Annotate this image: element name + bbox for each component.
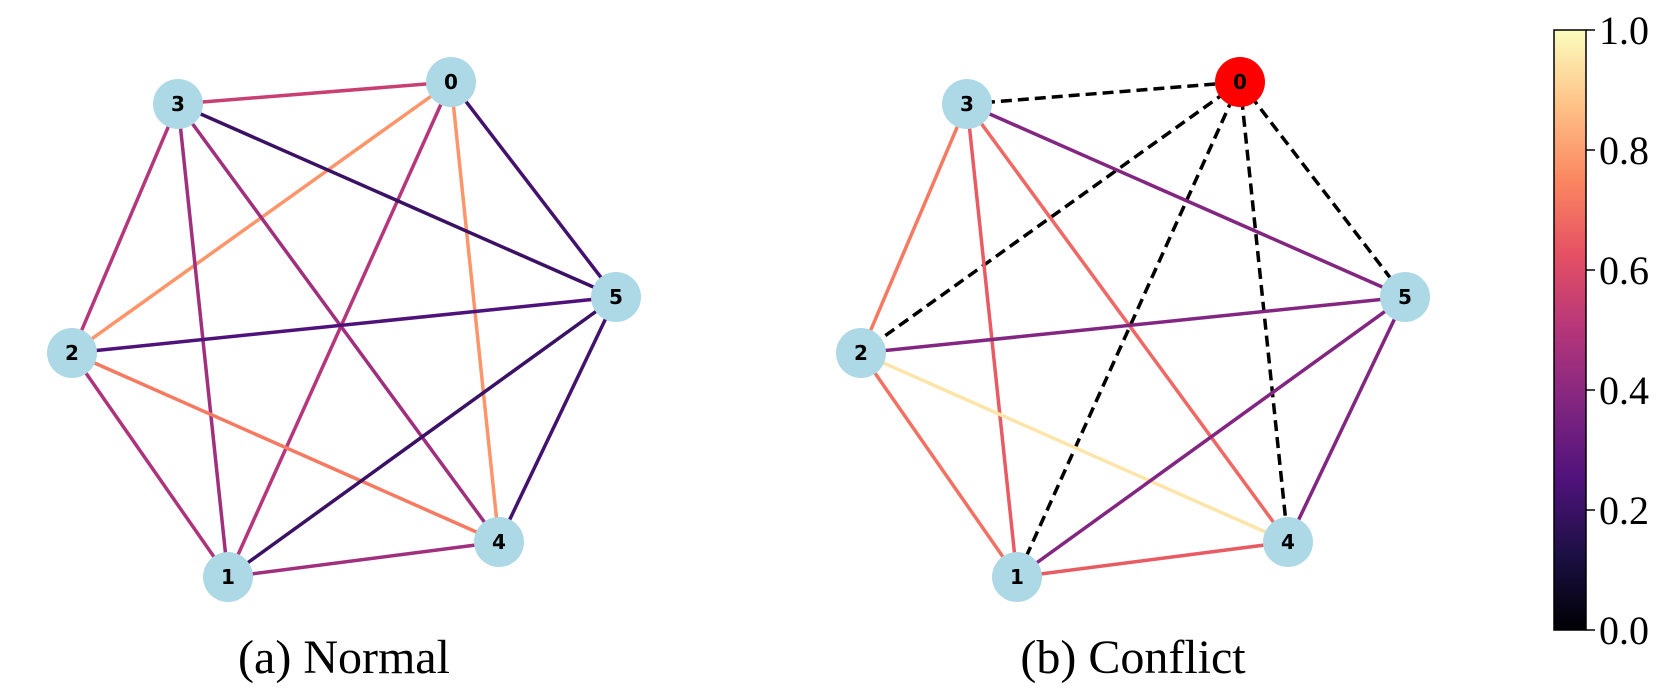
- edges-normal: [70, 80, 618, 579]
- edges-conflict: [859, 80, 1407, 579]
- node-label-5: 5: [609, 285, 623, 309]
- edge-0-5: [1238, 80, 1407, 299]
- node-2: [47, 328, 97, 378]
- node-1: [203, 552, 253, 602]
- node-label-3: 3: [171, 92, 185, 116]
- edge-2-1: [70, 351, 230, 579]
- node-0: [426, 57, 476, 107]
- colorbar-tick-label: 0.0: [1599, 608, 1649, 653]
- edge-2-1: [859, 351, 1019, 579]
- edge-3-5: [966, 102, 1406, 299]
- edge-0-1: [226, 81, 453, 578]
- edge-0-1: [1015, 81, 1242, 578]
- node-label-0: 0: [1233, 70, 1247, 94]
- node-3: [153, 79, 203, 129]
- colorbar-tick-label: 0.8: [1599, 128, 1649, 173]
- node-label-5: 5: [1398, 285, 1412, 309]
- edge-1-5: [226, 295, 618, 579]
- edge-3-0: [177, 80, 452, 106]
- node-4: [474, 517, 524, 567]
- node-label-2: 2: [854, 341, 868, 365]
- colorbar-tick-label: 0.6: [1599, 248, 1649, 293]
- node-1: [992, 552, 1042, 602]
- edge-2-4: [71, 351, 500, 544]
- nodes-normal: 0 1 2 3 4 5: [47, 57, 641, 602]
- edge-3-4: [176, 102, 501, 544]
- colorbar-ticks: 0.0 0.2 0.4 0.6 0.8 1.0: [1586, 8, 1649, 653]
- edge-1-5: [1015, 295, 1407, 579]
- panel-normal: 0 1 2 3 4 5 (a) Normal: [47, 57, 641, 684]
- nodes-conflict: 0 1 2 3 4 5: [836, 57, 1430, 602]
- node-5: [1380, 272, 1430, 322]
- edge-1-4: [227, 540, 500, 579]
- edge-2-4: [860, 351, 1289, 544]
- node-label-1: 1: [1010, 565, 1024, 589]
- colorbar-tick-label: 0.2: [1599, 488, 1649, 533]
- edge-2-5: [71, 295, 617, 355]
- edge-3-4: [965, 102, 1290, 544]
- node-4: [1263, 517, 1313, 567]
- node-2: [836, 328, 886, 378]
- node-label-0: 0: [444, 70, 458, 94]
- node-label-4: 4: [1281, 530, 1295, 554]
- edge-3-0: [966, 80, 1241, 106]
- edge-5-4: [1286, 296, 1407, 543]
- edge-0-2: [859, 80, 1242, 355]
- colorbar-tick-label: 0.4: [1599, 368, 1649, 413]
- colorbar: 0.0 0.2 0.4 0.6 0.8 1.0: [1553, 8, 1649, 653]
- edge-5-4: [497, 296, 618, 543]
- panel-conflict: 0 1 2 3 4 5 (b) Conflict: [836, 57, 1430, 684]
- node-0: [1215, 57, 1265, 107]
- caption-conflict: (b) Conflict: [1020, 631, 1246, 684]
- node-label-2: 2: [65, 341, 79, 365]
- node-label-1: 1: [221, 565, 235, 589]
- edge-2-5: [860, 295, 1406, 355]
- edge-0-5: [449, 80, 618, 299]
- node-label-3: 3: [960, 92, 974, 116]
- edge-3-5: [177, 102, 617, 299]
- edge-3-2: [859, 103, 969, 354]
- node-3: [942, 79, 992, 129]
- colorbar-bar: [1553, 29, 1587, 631]
- edge-3-2: [70, 103, 180, 354]
- node-label-4: 4: [492, 530, 506, 554]
- edge-1-4: [1016, 540, 1289, 579]
- colorbar-tick-label: 1.0: [1599, 8, 1649, 53]
- caption-normal: (a) Normal: [238, 631, 450, 684]
- node-5: [591, 272, 641, 322]
